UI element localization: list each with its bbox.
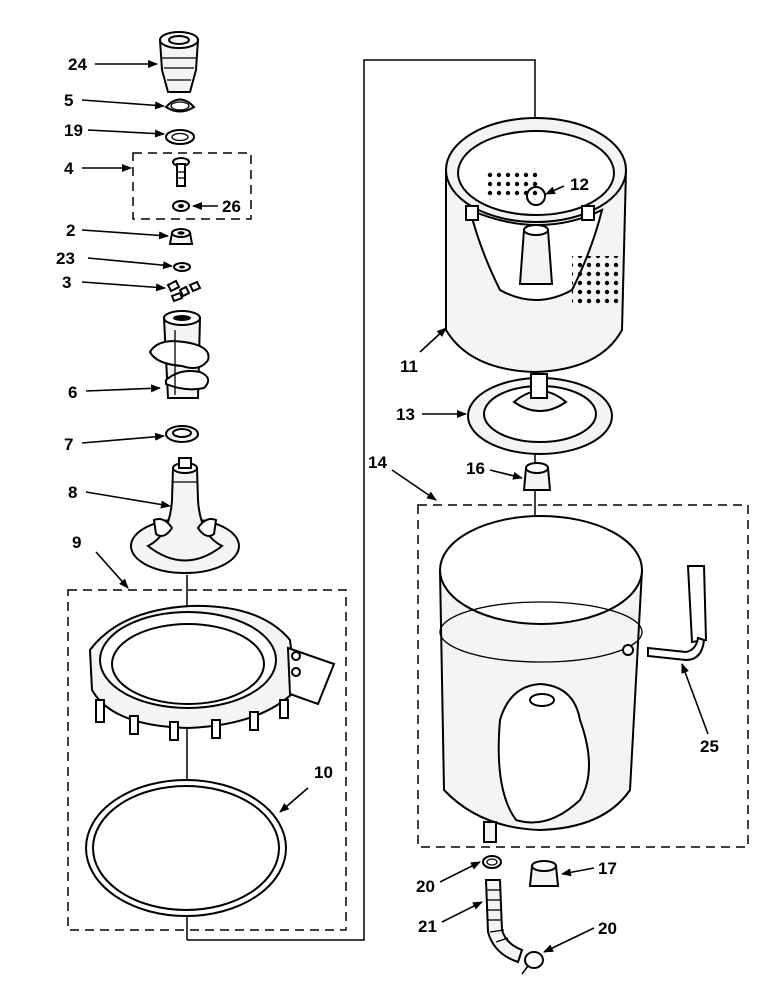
part-10-gasket [85, 779, 287, 917]
label-16: 16 [466, 459, 485, 478]
label-8: 8 [68, 483, 77, 502]
part-6-auger [148, 310, 210, 399]
label-14: 14 [368, 453, 387, 472]
label-12: 12 [570, 175, 589, 194]
part-4-bolt [172, 157, 190, 187]
part-20-clamp-upper [482, 855, 502, 869]
part-9-tub-ring [88, 604, 336, 741]
part-14-outer-tub [438, 515, 644, 843]
label-20-lower: 20 [598, 919, 617, 938]
label-9: 9 [72, 533, 81, 552]
part-19-ring [165, 129, 195, 145]
part-number-labels: 24 5 19 4 26 2 23 3 6 7 8 9 10 11 12 13 … [56, 55, 719, 938]
label-20-upper: 20 [416, 877, 435, 896]
part-3-dogs [166, 279, 202, 303]
part-17-nut [528, 860, 560, 887]
part-8-agitator-base [130, 457, 240, 574]
label-5: 5 [64, 91, 73, 110]
part-5-retainer [164, 98, 196, 113]
label-7: 7 [64, 435, 73, 454]
part-25-hose [647, 565, 708, 662]
leader-arrows [81, 60, 709, 953]
part-2-nut [168, 228, 194, 245]
part-24-agitator-cap [158, 31, 200, 93]
label-3: 3 [62, 273, 71, 292]
label-11: 11 [400, 357, 418, 376]
label-24: 24 [68, 55, 87, 74]
part-13-hub [467, 373, 613, 455]
part-11-basket [445, 117, 628, 374]
kit-box-14 [417, 504, 749, 848]
part-23-washer [173, 262, 191, 272]
label-23: 23 [56, 249, 75, 268]
part-26-washer [172, 200, 190, 212]
part-20-clamp-lower [521, 951, 544, 975]
basket-holes-side [572, 256, 622, 306]
label-10: 10 [314, 763, 333, 782]
label-26: 26 [222, 197, 241, 216]
label-4: 4 [64, 159, 74, 178]
label-25: 25 [700, 737, 719, 756]
kit-box-4 [132, 152, 252, 220]
part-16-nut [522, 462, 552, 491]
label-13: 13 [396, 405, 415, 424]
label-17: 17 [598, 859, 617, 878]
label-21: 21 [418, 917, 437, 936]
part-7-bearing [165, 425, 199, 443]
part-21-drain-hose [484, 879, 524, 964]
kit-box-9 [67, 589, 347, 931]
label-19: 19 [64, 121, 83, 140]
label-2: 2 [66, 221, 75, 240]
label-6: 6 [68, 383, 77, 402]
basket-holes-top [484, 168, 542, 200]
